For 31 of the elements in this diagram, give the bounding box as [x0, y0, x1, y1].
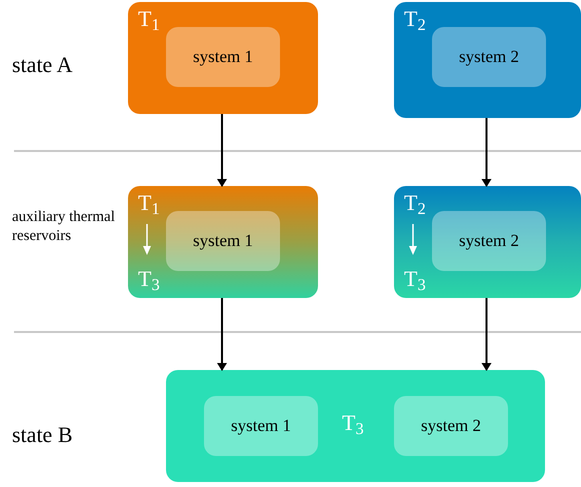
system-label: system 1: [193, 230, 253, 252]
system-box: [204, 396, 318, 456]
system-label: system 2: [459, 46, 519, 68]
system-box: [166, 211, 280, 271]
arrow: [482, 298, 492, 371]
temperature-label: T$_{1}$: [138, 8, 160, 30]
system-box: [166, 27, 280, 87]
arrow: [217, 114, 227, 187]
system-label: system 2: [421, 415, 481, 438]
temperature-label: T$_{1}$: [138, 192, 160, 214]
temperature-label: T$_{3}$: [138, 268, 160, 290]
temperature-label: T$_{2}$: [404, 192, 426, 214]
reservoir-box: [128, 186, 318, 298]
arrow: [482, 118, 492, 187]
reservoir-box: [394, 186, 581, 298]
row-label: auxiliary thermal reservoirs: [12, 208, 116, 246]
temperature-label: T$_{3}$: [342, 412, 364, 434]
system-label: system 1: [193, 46, 253, 68]
temperature-label: T$_{3}$: [404, 268, 426, 290]
temperature-label: T$_{2}$: [404, 8, 426, 30]
system-box: [432, 27, 546, 87]
reservoir-box: [394, 2, 581, 118]
reservoir-box: [166, 370, 545, 482]
system-label: system 2: [459, 230, 519, 252]
system-box: [394, 396, 508, 456]
reservoir-box: [128, 2, 318, 114]
system-box: [432, 211, 546, 271]
row-label: state B: [12, 421, 72, 449]
arrow: [217, 298, 227, 371]
system-label: system 1: [231, 415, 291, 438]
row-label: state A: [12, 51, 72, 79]
